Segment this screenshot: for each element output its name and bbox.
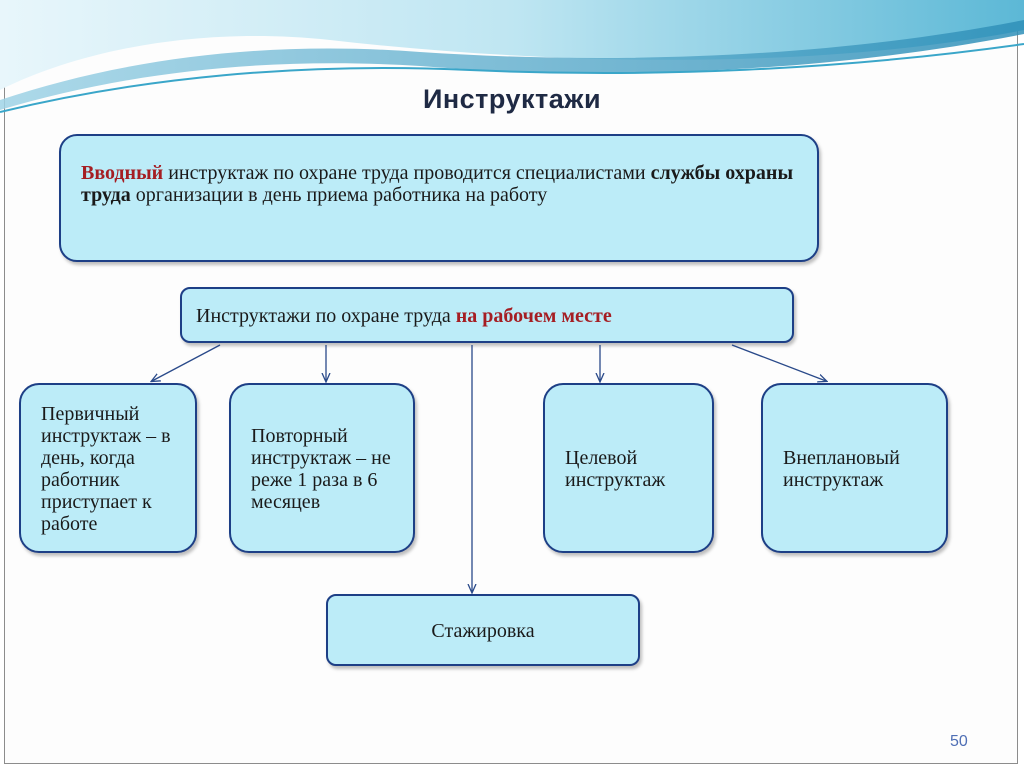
intro-text-1: инструктаж по охране труда проводится сп… <box>163 162 651 184</box>
type-label: Целевой инструктаж <box>565 447 666 491</box>
type-box-first: Первичный инструктаж – в день, когда раб… <box>19 383 197 553</box>
workplace-text: Инструктажи по охране труда <box>196 305 456 327</box>
intro-box: Вводный инструктаж по охране труда прово… <box>59 134 819 262</box>
type-label: Внеплановый инструктаж <box>783 447 900 491</box>
type-box-target: Целевой инструктаж <box>543 383 714 553</box>
type-label: Первичный инструктаж – в день, когда раб… <box>41 403 171 535</box>
intro-highlight: Вводный <box>81 162 164 184</box>
type-label: Повторный инструктаж – не реже 1 раза в … <box>251 425 391 513</box>
type-box-repeat: Повторный инструктаж – не реже 1 раза в … <box>229 383 415 553</box>
internship-box: Стажировка <box>326 594 640 666</box>
intro-text-2: организации в день приема работника на р… <box>130 184 548 206</box>
intro-bold: службы охраны труда <box>81 162 794 206</box>
header-wave-banner <box>0 0 1024 113</box>
type-box-unplanned: Внеплановый инструктаж <box>761 383 948 553</box>
page-number: 50 <box>950 733 968 750</box>
slide-title: Инструктажи <box>422 84 602 114</box>
internship-label: Стажировка <box>431 620 535 642</box>
workplace-box: Инструктажи по охране труда на рабочем м… <box>180 287 794 343</box>
workplace-highlight: на рабочем месте <box>455 305 612 327</box>
